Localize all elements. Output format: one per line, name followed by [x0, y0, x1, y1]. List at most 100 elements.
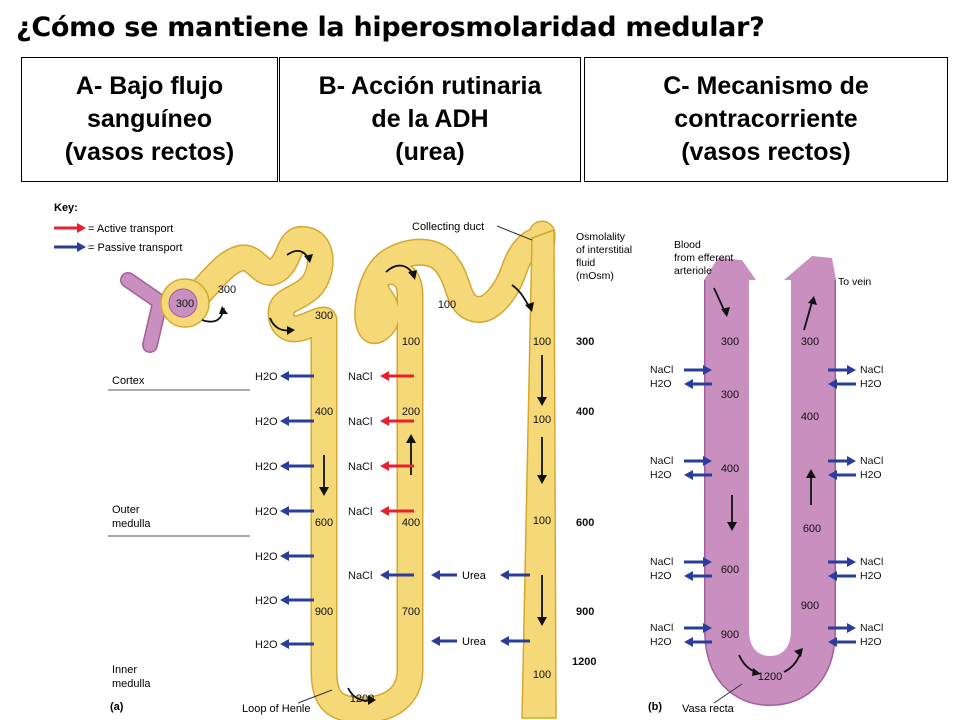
interstitial-value-900: 900 — [576, 606, 594, 618]
duct-value-3: 100 — [533, 515, 551, 527]
urea-arrow-icon — [500, 570, 530, 580]
urea-arrow-icon — [431, 570, 457, 580]
blood-label-3: arteriole — [674, 265, 712, 277]
urea-arrow-icon — [431, 636, 457, 646]
h2o-label: H2O — [650, 636, 672, 648]
nacl-label: NaCl — [348, 570, 372, 582]
desc-limb-value-600: 600 — [315, 517, 333, 529]
osmolality-label-3: fluid — [576, 257, 595, 269]
nacl-in-arrow-icon — [684, 623, 712, 633]
option-b-line-1: B- Acción rutinaria — [318, 72, 542, 100]
option-c-line-2: contracorriente — [674, 105, 858, 133]
option-a-line-1: A- Bajo flujo — [75, 72, 224, 100]
option-b-line-2: de la ADH — [371, 105, 489, 133]
nephron-tubule — [178, 220, 556, 720]
h2o-label: H2O — [860, 378, 882, 390]
osmolality-label-4: (mOsm) — [576, 270, 614, 282]
h2o-label: H2O — [255, 595, 278, 607]
glomerulus — [168, 288, 198, 318]
zone-outer-label-2: medulla — [112, 518, 151, 530]
nacl-label: NaCl — [650, 455, 673, 467]
vasa-recta-label: Vasa recta — [682, 703, 735, 715]
option-c-line-1: C- Mecanismo de — [663, 72, 869, 100]
nacl-active-arrow-icon — [380, 506, 414, 516]
vasa-right-exchange — [828, 365, 856, 647]
loop-of-henle-label: Loop of Henle — [242, 703, 311, 715]
panel-b-label: (b) — [648, 701, 662, 713]
urea-arrow-icon — [500, 636, 530, 646]
h2o-out-arrow-icon — [684, 470, 712, 480]
option-a-line-3: (vasos rectos) — [64, 138, 235, 166]
vasa-asc-value-900: 900 — [801, 600, 819, 612]
interstitial-value-300: 300 — [576, 336, 594, 348]
blood-label-1: Blood — [674, 239, 701, 251]
vasa-asc-value-300: 300 — [801, 336, 819, 348]
h2o-label: H2O — [255, 461, 278, 473]
option-a-box[interactable]: A- Bajo flujo sanguíneo (vasos rectos) — [21, 57, 278, 182]
h2o-arrow-icon — [280, 461, 314, 471]
nacl-out-arrow-icon — [828, 365, 856, 375]
h2o-arrow-icon — [280, 551, 314, 561]
nacl-label: NaCl — [348, 416, 372, 428]
panel-a-label: (a) — [110, 701, 124, 713]
nacl-out-arrow-icon — [828, 623, 856, 633]
key-active-arrow-icon — [54, 223, 86, 233]
vasa-desc-value-300b: 300 — [721, 389, 739, 401]
vasa-desc-value-400: 400 — [721, 463, 739, 475]
option-c-box[interactable]: C- Mecanismo de contracorriente (vasos r… — [584, 57, 948, 182]
loop-pointer — [297, 689, 333, 704]
tubule-flow-arrowheads — [219, 254, 547, 705]
nacl-label: NaCl — [348, 461, 372, 473]
nacl-active-arrow-icon — [380, 371, 414, 381]
h2o-out-arrow-icon — [684, 571, 712, 581]
vasa-asc-value-400: 400 — [801, 411, 819, 423]
nacl-passive-arrow-icon — [380, 570, 414, 580]
countercurrent-figure: Key: = Active transport = Passive transp… — [42, 190, 904, 720]
nacl-in-arrow-icon — [684, 456, 712, 466]
option-b-box[interactable]: B- Acción rutinaria de la ADH (urea) — [279, 57, 581, 182]
h2o-label: H2O — [650, 378, 672, 390]
h2o-arrow-icon — [280, 639, 314, 649]
nacl-label: NaCl — [860, 364, 883, 376]
h2o-in-arrow-icon — [828, 470, 856, 480]
h2o-label: H2O — [650, 570, 672, 582]
key-title: Key: — [54, 202, 78, 214]
blood-label-2: from efferent — [674, 252, 733, 264]
vasa-desc-value-900: 900 — [721, 629, 739, 641]
vasa-desc-value-600: 600 — [721, 564, 739, 576]
h2o-arrow-icon — [280, 416, 314, 426]
h2o-label: H2O — [860, 469, 882, 481]
nacl-label: NaCl — [348, 506, 372, 518]
zone-inner-label-2: medulla — [112, 678, 151, 690]
h2o-label: H2O — [255, 416, 278, 428]
vasa-bottom-value: 1200 — [758, 671, 782, 683]
pct-value-2: 300 — [315, 310, 333, 322]
key-passive-arrow-icon — [54, 242, 86, 252]
asc-limb-value-100: 100 — [402, 336, 420, 348]
h2o-label: H2O — [650, 469, 672, 481]
vasa-recta — [704, 280, 836, 707]
loop-tip-value: 1200 — [350, 693, 374, 705]
asc-limb-nacl-active-arrows — [380, 371, 414, 516]
h2o-label: H2O — [255, 551, 278, 563]
vasa-flow-arrows — [713, 287, 813, 673]
collecting-duct-label: Collecting duct — [412, 221, 484, 233]
h2o-in-arrow-icon — [828, 637, 856, 647]
collecting-duct-pointer — [496, 225, 533, 241]
nacl-active-arrow-icon — [380, 416, 414, 426]
collecting-duct — [521, 228, 557, 719]
to-vein-label: To vein — [838, 276, 871, 288]
nacl-out-arrow-icon — [828, 557, 856, 567]
vasa-pointer — [713, 683, 743, 704]
osmolality-label-2: of interstitial — [576, 244, 632, 256]
slide-title: ¿Cómo se mantiene la hiperosmolaridad me… — [16, 12, 765, 43]
h2o-in-arrow-icon — [828, 379, 856, 389]
glomerulus-value: 300 — [176, 298, 194, 310]
h2o-label: H2O — [255, 371, 278, 383]
nacl-label: NaCl — [348, 371, 372, 383]
asc-limb-value-200: 200 — [402, 406, 420, 418]
zone-cortex-label: Cortex — [112, 375, 145, 387]
nacl-label: NaCl — [860, 622, 883, 634]
vasa-flow-arrowheads — [721, 296, 817, 676]
desc-limb-value-400: 400 — [315, 406, 333, 418]
